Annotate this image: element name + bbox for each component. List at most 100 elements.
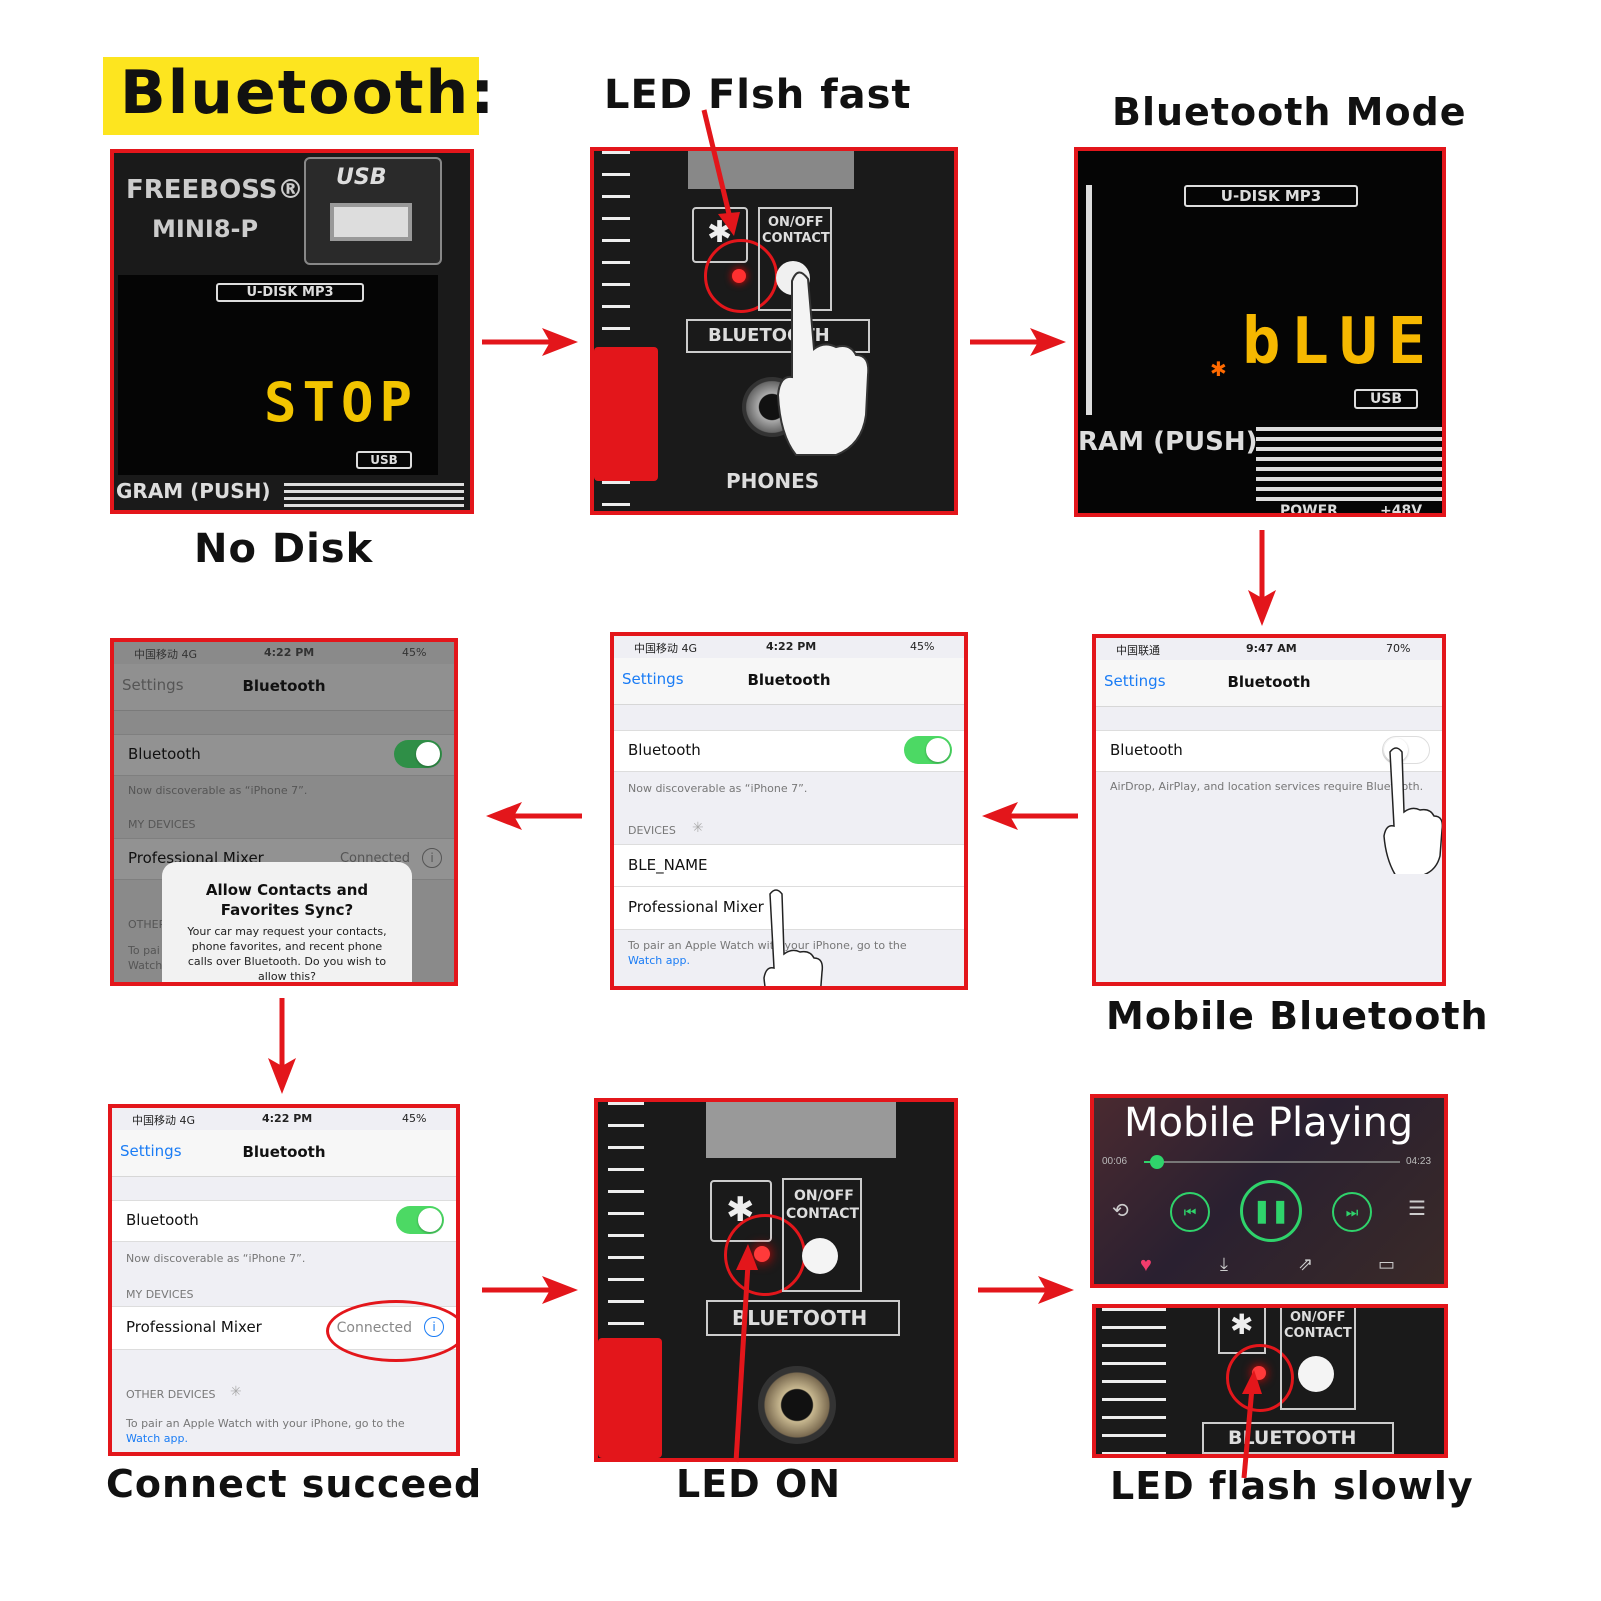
footer-fragment: To pai [128,944,160,957]
fader-knob[interactable] [594,347,658,481]
panel-mobile-playing: Mobile Playing 00:06 04:23 ⟲ ⏮ ❚❚ ⏭ ☰ ♥ … [1090,1094,1448,1288]
flow-arrow-left [982,802,1078,830]
device-row[interactable]: BLE_NAME [614,844,964,888]
bluetooth-row-label: Bluetooth [1110,741,1183,759]
info-icon[interactable]: i [422,848,442,868]
usb-badge: USB [356,451,412,469]
carrier: 中国移动 4G [134,648,198,661]
lcd-screen: U-DISK MP3 STOP USB [118,275,438,475]
total-time: 04:23 [1406,1156,1432,1167]
flow-arrow-right [482,328,578,356]
bluetooth-row: Bluetooth [614,730,964,772]
next-track-icon[interactable]: ⏭ [1332,1192,1372,1232]
led-highlight-circle [1226,1344,1294,1412]
panel-led-flash-slowly: ✱ ON/OFF CONTACT BLUETOOTH [1092,1304,1448,1458]
mobile-playing-caption: Mobile Playing [1124,1100,1414,1146]
flow-arrow-down [1248,530,1276,626]
bluetooth-icon: ✱ [1210,359,1227,381]
power-label: POWER [1280,503,1338,517]
back-settings-link[interactable]: Settings [622,670,684,688]
device-row[interactable]: Professional Mixer [614,886,964,930]
contact-label: CONTACT [786,1206,860,1222]
pairing-footer-text: To pair an Apple Watch with your iPhone,… [126,1417,405,1430]
other-header: OTHER [128,918,167,931]
watch-app-link[interactable]: Watch app. [628,954,690,967]
heart-icon[interactable]: ♥ [1140,1254,1152,1276]
progress-knob[interactable] [1149,1155,1164,1169]
bluetooth-label: BLUETOOTH [732,1306,868,1330]
download-icon[interactable]: ⤓ [1220,1254,1228,1274]
step-label-no-disk: No Disk [194,526,374,572]
previous-track-icon[interactable]: ⏮ [1170,1192,1210,1232]
panel-led-on: ✱ ON/OFF CONTACT BLUETOOTH [594,1098,958,1462]
headphone-jack [758,1366,836,1444]
usb-port-panel: USB [304,157,442,265]
status-bar: 中国移动 4G 4:22 PM 45% [614,636,964,658]
contact-button[interactable] [1298,1356,1334,1392]
back-settings-link[interactable]: Settings [122,676,184,694]
contact-label: CONTACT [1284,1326,1352,1341]
bluetooth-label: BLUETOOTH [1228,1427,1357,1449]
status-bar: 中国移动 4G 4:22 PM 45% [114,642,454,664]
step-label-led-on: LED ON [676,1462,842,1506]
device-name: BLE_NAME [628,856,708,874]
step-label-connect-succeed: Connect succeed [106,1462,483,1506]
watch-app-link[interactable]: Watch app. [126,1432,188,1445]
pairing-footer: To pair an Apple Watch with your iPhone,… [126,1416,456,1446]
back-settings-link[interactable]: Settings [120,1142,182,1160]
repeat-icon[interactable]: ⟲ [1112,1200,1129,1222]
bluetooth-note: AirDrop, AirPlay, and location services … [1110,780,1424,793]
usb-port-icon [330,203,412,241]
flow-arrow-left [486,802,582,830]
pairing-footer: To pair an Apple Watch with your iPhone,… [628,938,958,968]
back-settings-link[interactable]: Settings [1104,672,1166,690]
lcd-status-text: bLUE [1242,305,1437,379]
panel-device-list: 中国移动 4G 4:22 PM 45% Settings Bluetooth B… [610,632,968,990]
panel-sync-prompt: 中国移动 4G 4:22 PM 45% Settings Bluetooth B… [110,638,458,986]
share-icon[interactable]: ⇗ [1298,1254,1314,1274]
connected-highlight-circle [326,1300,456,1362]
panel-no-disk: FREEBOSS® MINI8-P USB U-DISK MP3 STOP US… [110,149,474,514]
page-title: Bluetooth: [120,58,497,128]
contact-label: CONTACT [762,231,830,246]
onoff-contact-box: ON/OFF CONTACT [1280,1308,1356,1410]
nav-bar: Settings Bluetooth [1096,660,1442,707]
pointing-hand-icon [752,888,836,986]
playlist-icon[interactable]: ☰ [1408,1198,1426,1220]
loading-spinner-icon: ✳ [230,1384,242,1400]
nav-bar: Settings Bluetooth [114,664,454,711]
battery-level: 45% [402,1112,427,1125]
bluetooth-row: Bluetooth [112,1200,456,1242]
panel-led-flash-fast: ✱ ON/OFF CONTACT BLUETOOTH PHONES [590,147,958,515]
led-pointer-arrow [701,109,740,236]
clock: 4:22 PM [264,646,315,659]
bluetooth-toggle[interactable] [394,740,442,768]
dialog-title: Allow Contacts and Favorites Sync? [205,881,369,919]
divider-stripes [1256,427,1442,507]
my-devices-header: MY DEVICES [128,818,196,831]
fader-track [1102,1308,1166,1454]
program-push-label: RAM (PUSH) [1078,427,1258,457]
nav-bar: Settings Bluetooth [112,1130,456,1177]
phones-label: PHONES [726,469,820,493]
lcd-tag: U-DISK MP3 [1184,185,1358,207]
device-name: Professional Mixer [628,898,764,916]
clock: 4:22 PM [262,1112,313,1125]
contact-button[interactable] [802,1238,838,1274]
sync-dialog: Allow Contacts and Favorites Sync? Your … [162,862,412,982]
bluetooth-toggle[interactable] [396,1206,444,1234]
lcd-status-text: STOP [264,371,419,434]
flow-arrow-down [268,998,296,1094]
flow-arrow-right [970,328,1066,356]
pause-icon[interactable]: ❚❚ [1240,1180,1302,1242]
step-label-mobile-bluetooth: Mobile Bluetooth [1106,994,1489,1038]
discoverable-note: Now discoverable as “iPhone 7”. [628,782,808,795]
bluetooth-row-label: Bluetooth [628,741,701,759]
bluetooth-toggle[interactable] [904,736,952,764]
battery-level: 45% [910,640,935,653]
fader-knob[interactable] [598,1338,662,1458]
screen-title: Bluetooth [242,677,326,695]
led-pointer-arrow [733,1244,758,1463]
comment-icon[interactable]: ▭ [1378,1254,1396,1274]
carrier: 中国联通 [1116,644,1160,657]
